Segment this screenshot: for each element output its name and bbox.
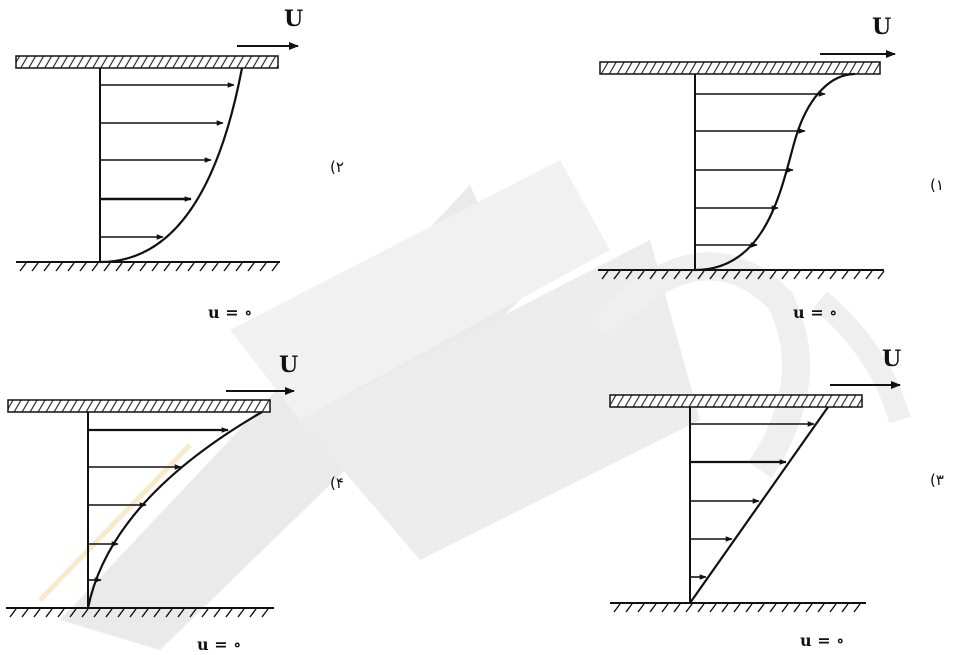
velocity-profile-line [689, 406, 829, 604]
velocity-arrows [88, 427, 229, 583]
velocity-profile-curve [99, 67, 244, 264]
wall-condition-label: u = ∘ [793, 303, 837, 322]
panel-option-3: U u = ∘ (۳ [609, 346, 944, 650]
wall-condition-label: u = ∘ [800, 631, 844, 650]
top-moving-plate [609, 394, 863, 408]
velocity-arrows [100, 82, 235, 240]
velocity-profile-curve [694, 72, 856, 272]
wall-hatch [601, 270, 885, 280]
wall-hatch [9, 608, 269, 618]
panel-option-2: U u = ∘ (۲ [15, 6, 344, 322]
velocity-arrows [695, 91, 826, 248]
option-label: (۴ [330, 474, 344, 492]
velocity-label-U: U [284, 6, 303, 32]
wall-condition-label: u = ∘ [197, 635, 241, 654]
velocity-label-U: U [882, 346, 901, 372]
velocity-label-U: U [872, 14, 891, 40]
panel-option-4: U u = ∘ (۴ [6, 352, 344, 654]
top-moving-plate [599, 61, 881, 75]
wall-hatch [613, 603, 861, 613]
top-moving-plate [15, 55, 279, 69]
option-label: (۳ [930, 471, 944, 489]
top-moving-plate [7, 399, 271, 413]
wall-hatch [19, 262, 279, 272]
watermark [38, 160, 911, 650]
option-label: (۱ [930, 176, 944, 194]
option-label: (۲ [330, 158, 344, 176]
wall-condition-label: u = ∘ [208, 303, 252, 322]
velocity-arrows [690, 421, 815, 580]
panel-option-1: U u = ∘ (۱ [598, 14, 944, 322]
velocity-label-U: U [279, 352, 298, 378]
